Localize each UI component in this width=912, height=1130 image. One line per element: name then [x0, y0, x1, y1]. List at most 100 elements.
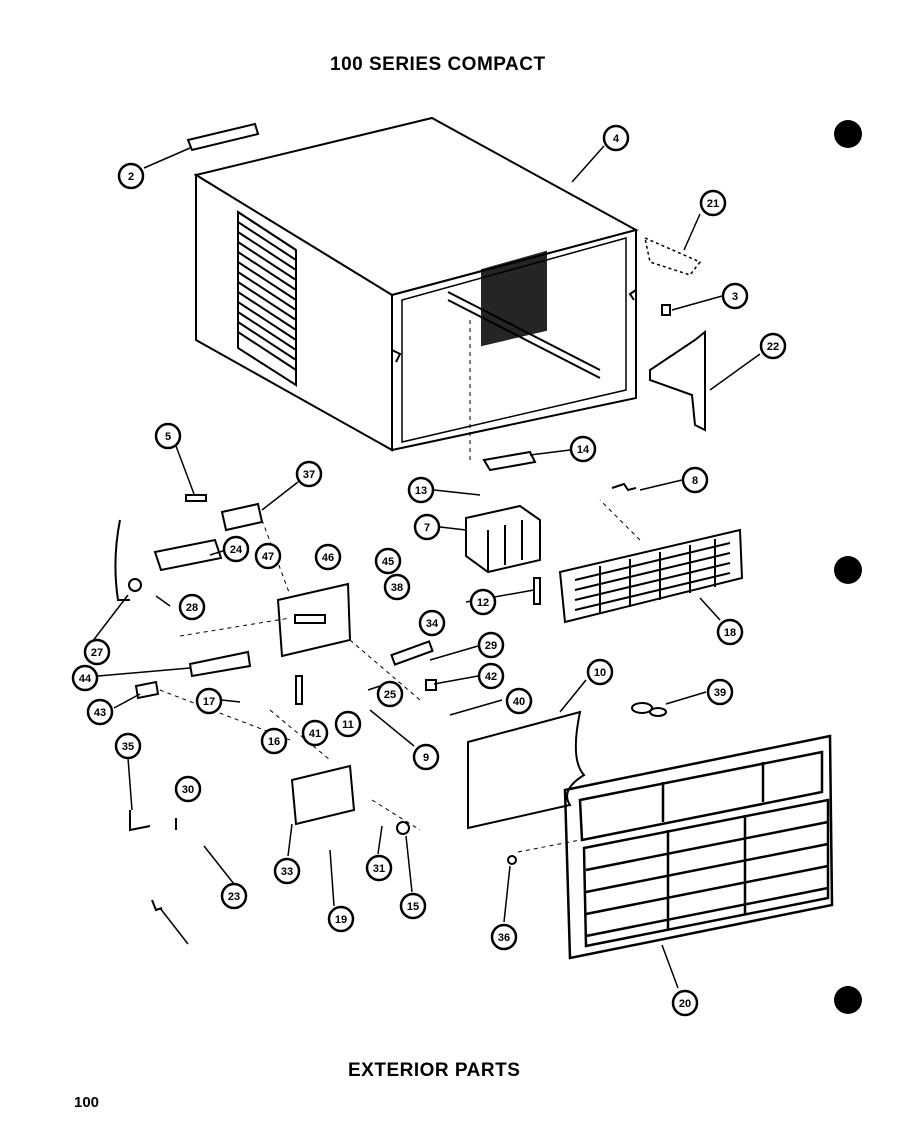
callout-circle — [477, 631, 505, 659]
part-12-clip — [533, 577, 541, 605]
callout-circle — [469, 588, 497, 616]
part-10-knobs — [631, 702, 667, 717]
cabinet-drawing — [193, 116, 639, 452]
callout-7: 7 — [413, 513, 441, 541]
callout-31: 31 — [365, 854, 393, 882]
callout-number: 34 — [426, 618, 439, 630]
callout-number: 21 — [707, 198, 719, 210]
callout-number: 43 — [94, 707, 106, 719]
callout-2: 2 — [117, 162, 145, 190]
part-8-bracket — [611, 482, 637, 492]
callout-circle — [334, 710, 362, 738]
callout-number: 47 — [262, 551, 274, 563]
callout-circle — [327, 905, 355, 933]
binding-hole-bottom — [834, 986, 862, 1014]
callout-number: 31 — [373, 863, 385, 875]
callout-circle — [699, 189, 727, 217]
callout-3: 3 — [721, 282, 749, 310]
callout-number: 10 — [594, 667, 606, 679]
callout-number: 36 — [498, 932, 510, 944]
callout-35: 35 — [114, 732, 142, 760]
callout-circle — [602, 124, 630, 152]
callout-number: 29 — [485, 640, 497, 652]
callout-number: 14 — [577, 444, 590, 456]
callout-circle — [490, 923, 518, 951]
callout-circle — [71, 664, 99, 692]
callout-circle — [569, 435, 597, 463]
callout-number: 3 — [732, 291, 738, 303]
part-22-panel — [649, 329, 706, 432]
callout-number: 24 — [230, 544, 243, 556]
callout-number: 37 — [303, 469, 315, 481]
callout-circle — [376, 680, 404, 708]
callout-circle — [413, 513, 441, 541]
callout-41: 41 — [301, 719, 329, 747]
callout-circle — [706, 678, 734, 706]
callout-circle — [260, 727, 288, 755]
binding-hole-middle — [834, 556, 862, 584]
callout-leader-lines — [91, 145, 761, 989]
callout-40: 40 — [505, 687, 533, 715]
callout-number: 17 — [203, 696, 215, 708]
callout-circle — [477, 662, 505, 690]
callout-number: 23 — [228, 891, 240, 903]
callout-number: 2 — [128, 171, 134, 183]
callout-circle — [295, 460, 323, 488]
callout-number: 25 — [384, 689, 396, 701]
callout-19: 19 — [327, 905, 355, 933]
callout-circle — [86, 698, 114, 726]
callout-circle — [222, 535, 250, 563]
callout-4: 4 — [602, 124, 630, 152]
callout-circle — [716, 618, 744, 646]
callout-20: 20 — [671, 989, 699, 1017]
callout-43: 43 — [86, 698, 114, 726]
callout-number: 12 — [477, 597, 489, 609]
callout-38: 38 — [383, 573, 411, 601]
callout-circle — [759, 332, 787, 360]
callout-28: 28 — [178, 593, 206, 621]
callout-5: 5 — [154, 422, 182, 450]
callout-number: 44 — [79, 673, 92, 685]
callout-10: 10 — [586, 658, 614, 686]
callout-23: 23 — [220, 882, 248, 910]
callout-15: 15 — [399, 892, 427, 920]
callout-8: 8 — [681, 466, 709, 494]
callout-number: 8 — [692, 475, 698, 487]
callout-36: 36 — [490, 923, 518, 951]
callout-number: 13 — [415, 485, 427, 497]
callout-circle — [178, 593, 206, 621]
callout-circle — [365, 854, 393, 882]
callout-number: 46 — [322, 552, 334, 564]
callout-18: 18 — [716, 618, 744, 646]
callout-number: 41 — [309, 728, 321, 740]
callout-circle — [117, 162, 145, 190]
callout-circle — [273, 857, 301, 885]
callout-9: 9 — [412, 743, 440, 771]
callout-circle — [154, 422, 182, 450]
part-9-panel — [467, 710, 586, 830]
part-2-strip — [186, 122, 260, 152]
callout-number: 7 — [424, 522, 430, 534]
callout-circle — [721, 282, 749, 310]
callout-circle — [418, 609, 446, 637]
part-15-screw — [507, 855, 517, 865]
callout-circle — [83, 638, 111, 666]
control-parts-drawing — [114, 494, 437, 912]
callout-42: 42 — [477, 662, 505, 690]
callout-circle — [407, 476, 435, 504]
callout-22: 22 — [759, 332, 787, 360]
callout-number: 33 — [281, 866, 293, 878]
callout-16: 16 — [260, 727, 288, 755]
part-21-panel — [643, 236, 702, 276]
callout-number: 18 — [724, 627, 736, 639]
page-number: 100 — [74, 1094, 100, 1111]
part-18-grille — [558, 528, 744, 624]
part-14-plate — [482, 450, 537, 472]
callout-number: 15 — [407, 901, 419, 913]
callout-45: 45 — [374, 547, 402, 575]
callout-37: 37 — [295, 460, 323, 488]
callout-number: 9 — [423, 752, 429, 764]
